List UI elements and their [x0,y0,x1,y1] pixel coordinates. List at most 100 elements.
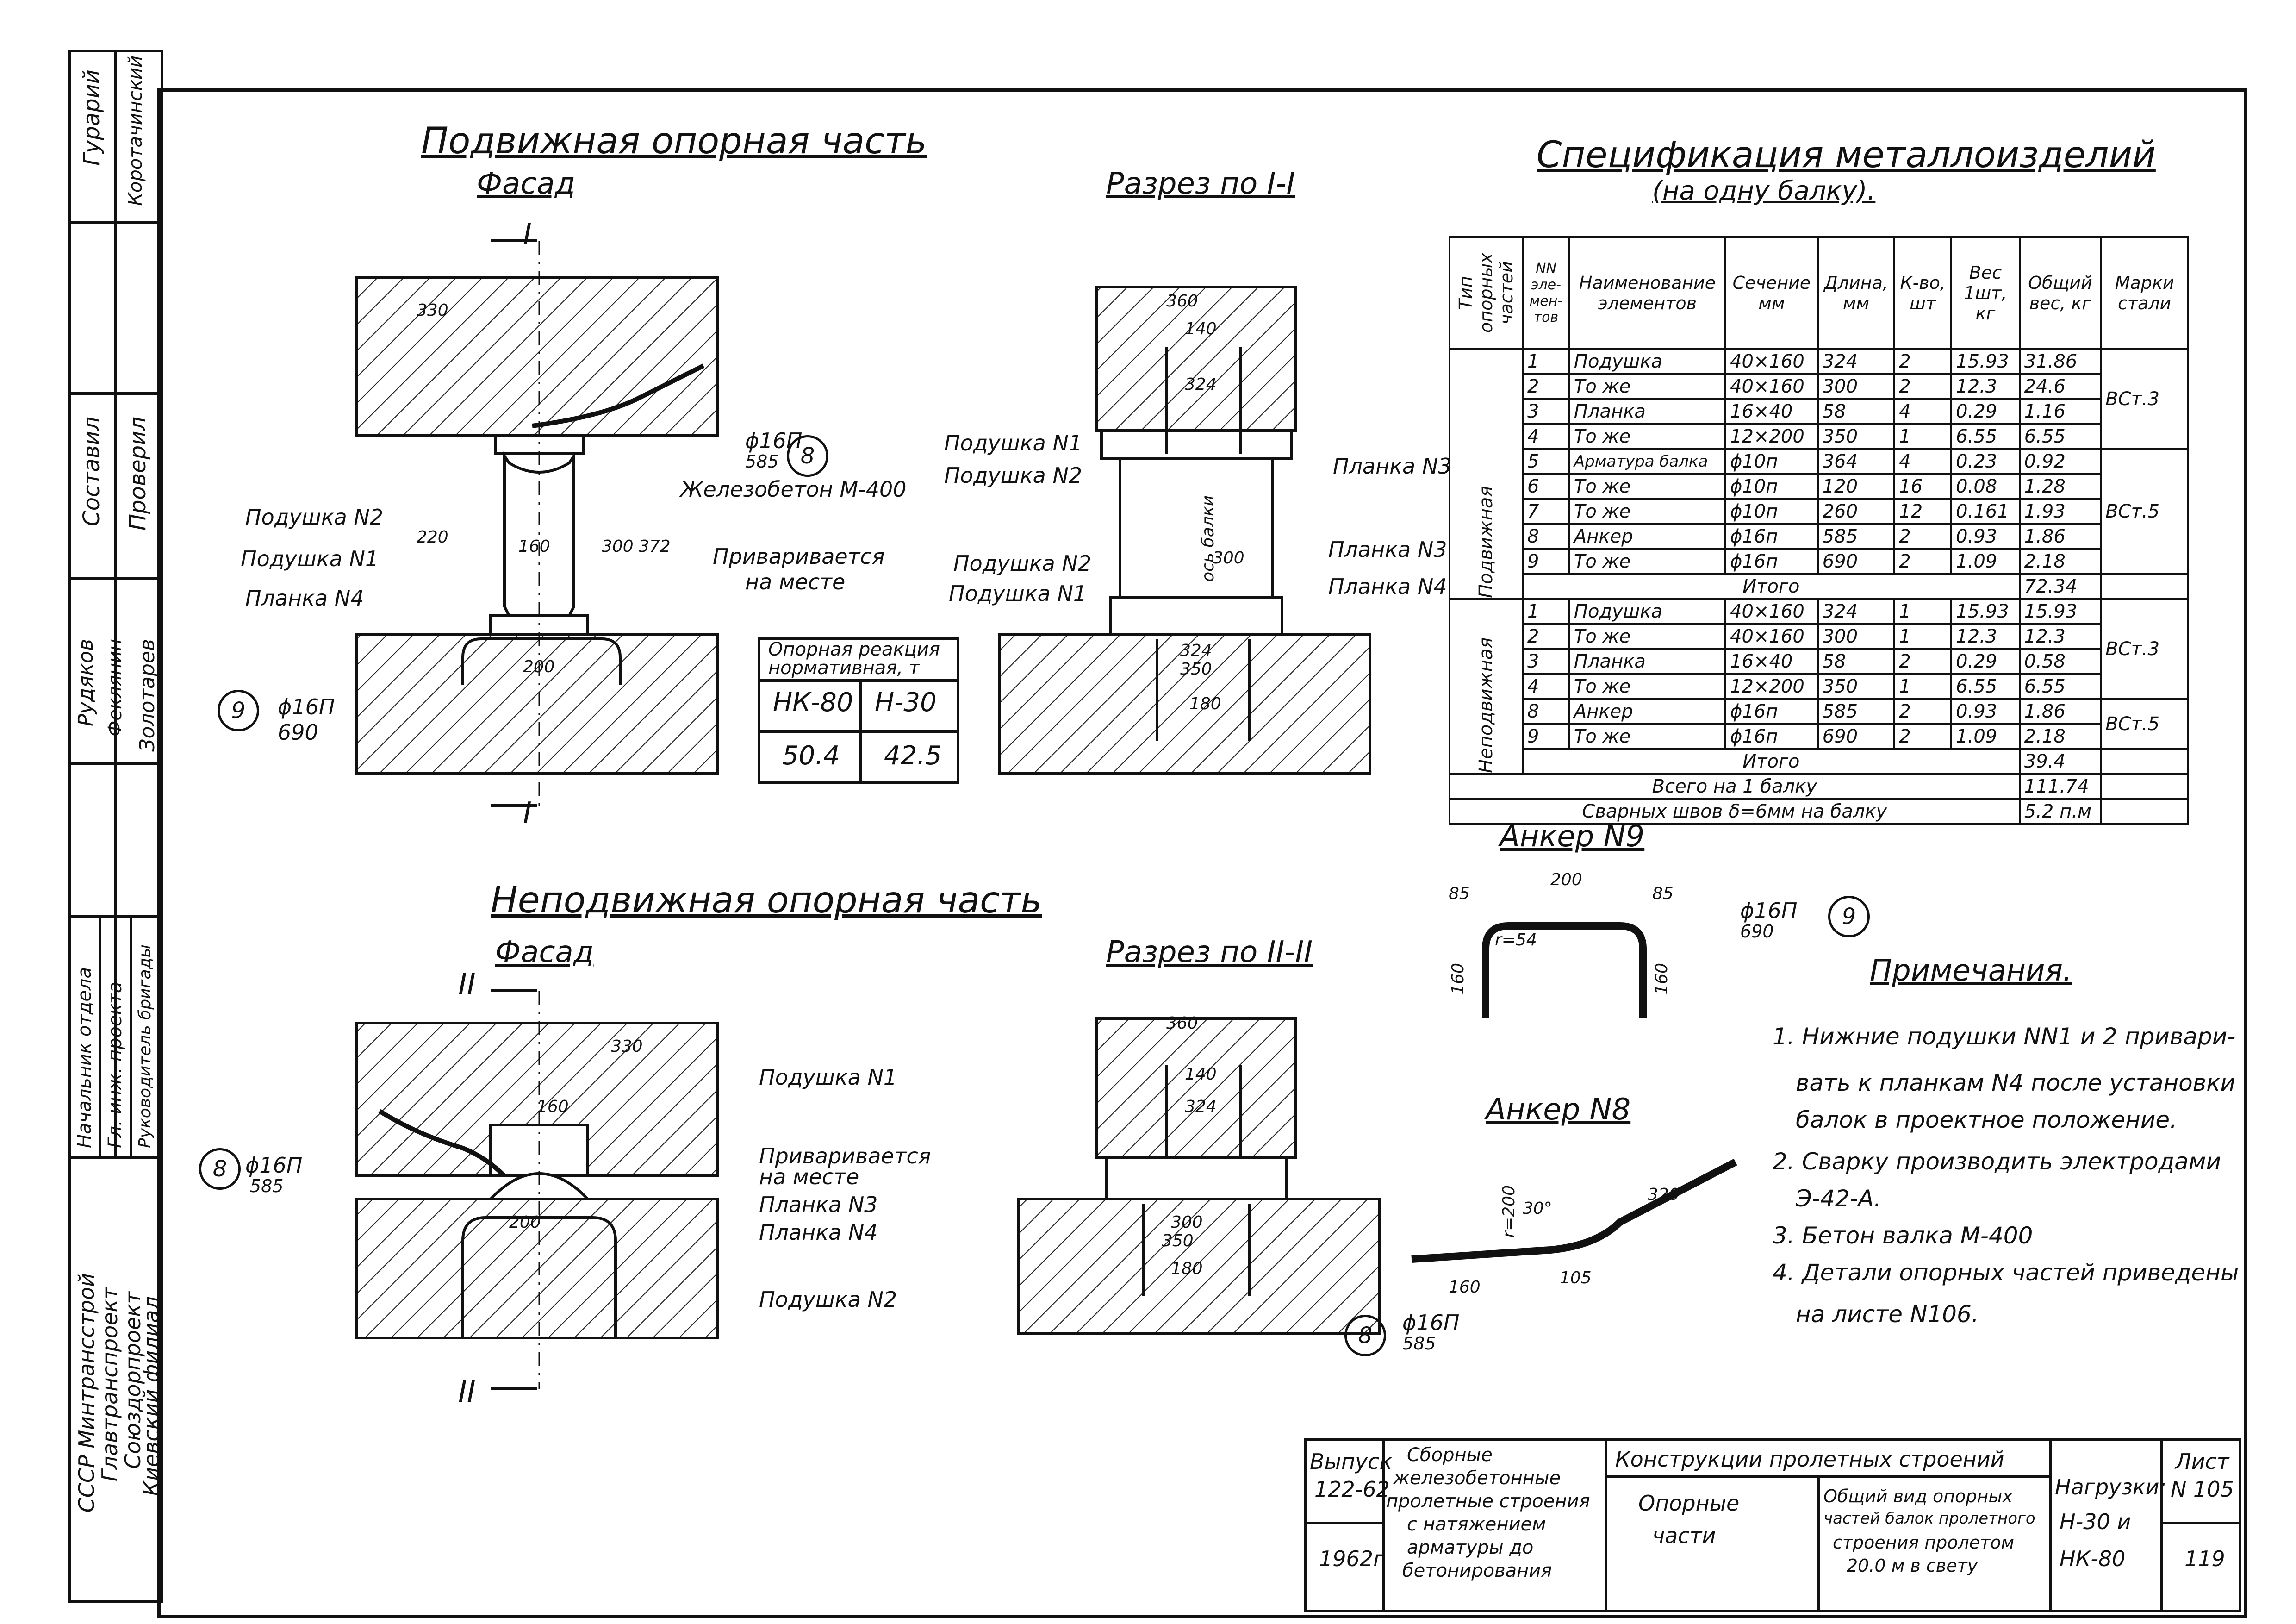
drawing-frame [157,88,2247,1618]
section-mark-bottom: I [523,796,532,831]
cell: ϕ16п [1724,723,1819,750]
cell [2100,573,2189,600]
reaction-value-nk80: 50.4 [782,741,840,771]
notes-title: Примечания. [1870,954,2072,988]
cell: 2 [1893,648,1953,675]
cell: 8 [1521,698,1570,725]
cell: 1 [1893,623,1953,650]
cell: 2 [1893,348,1953,375]
cell: 1 [1893,673,1953,700]
cell: 2.18 [2018,548,2102,575]
org-1: СССР Минтрансстрой [74,1273,99,1513]
cell: 31.86 [2018,348,2102,375]
cell: 1 [1521,348,1570,375]
spec-subtitle: (на одну балку). [1652,176,1876,206]
person-gurariy: Гурарий [79,69,105,166]
cell: 300 [1817,623,1896,650]
cell: 4 [1893,448,1953,475]
spec-table: Тип опорных частей NN эле-мен-тов Наимен… [1449,236,2189,825]
cell: 58 [1817,398,1896,425]
dim-200: 200 [523,657,555,676]
anchor8-angle: 30° [1523,1199,1552,1218]
anchor9-dia: ϕ16П [1740,898,1798,923]
dim-330: 330 [417,301,448,320]
cell: ϕ16п [1724,523,1819,550]
stamp-issue: 122-62 [1314,1477,1390,1502]
spec-grand: 111.74 [2018,773,2102,800]
spec-weld-label: Сварных швов δ=6мм на балку [1449,798,2021,825]
stamp-sheet-label: Лист [2175,1449,2229,1474]
spec-total-1: 72.34 [2018,573,2102,600]
stamp-desc-5: арматуры до [1407,1537,1534,1558]
stamp-desc-4: с натяжением [1407,1514,1546,1535]
fixed-label-rod-len: 585 [250,1176,284,1196]
section-label-pad2: Подушка N2 [944,463,1083,488]
section-mark-top: I [523,218,532,252]
section-label-pad2b: Подушка N2 [953,551,1092,576]
cell: 15.93 [1950,348,2021,375]
label-concrete: Железобетон М-400 [680,477,907,502]
person-3: Золотарев [136,639,159,752]
anchor8-radius: r=200 [1500,1185,1518,1238]
cell: Планка [1568,648,1727,675]
anchor8-dim-105: 105 [1560,1268,1592,1287]
fixed-label-welded-1: Приваривается [759,1143,931,1168]
label-welded-2: на месте [745,569,846,594]
fixed-label-pad1: Подушка N1 [759,1065,897,1090]
cell: 350 [1817,423,1896,450]
cell [2100,748,2189,775]
fixed-s-dim-324: 324 [1185,1097,1217,1116]
anchor9-dim-85a: 85 [1449,884,1470,903]
cell: 2 [1521,623,1570,650]
stamp-header: Конструкции пролетных строений [1615,1447,2004,1472]
cell: 2.18 [2018,723,2102,750]
cell: 585 [1817,523,1896,550]
role-brigade-lead: Руководитель бригады [136,944,155,1148]
spec-steel-2a: ВСт.3 [2100,598,2189,700]
note-line-7: 4. Детали опорных частей приведены [1773,1259,2239,1286]
cell: 0.161 [1950,498,2021,525]
cell: 690 [1817,723,1896,750]
fixed-s-dim-180: 180 [1171,1259,1203,1278]
fixed-label-welded-2: на месте [759,1164,859,1189]
label-rod-len: 585 [745,451,779,472]
cell: 16×40 [1724,398,1819,425]
spec-total-1-label: Итого [1521,573,2021,600]
cell: ϕ10п [1724,448,1819,475]
cell: То же [1568,623,1727,650]
fixed-facade-title: Фасад [495,935,594,969]
cell: 40×160 [1724,623,1819,650]
person-korotachinsky: Коротачинский [125,56,146,206]
anchor8-dim-320: 320 [1648,1185,1680,1204]
note-line-2: вать к планкам N4 после установки [1796,1069,2235,1096]
dim-160: 160 [518,537,550,556]
cell: 16 [1893,473,1953,500]
dim-350: 350 [1180,660,1212,679]
spec-steel-1b: ВСт.5 [2100,448,2189,575]
spec-h-type: Тип опорных частей [1450,237,1523,349]
cell: 6.55 [2018,423,2102,450]
cell: 2 [1893,698,1953,725]
anchor8-dia: ϕ16П [1402,1310,1460,1335]
stamp-item-1: Опорные [1638,1491,1740,1516]
note-line-1: 1. Нижние подушки NN1 и 2 привари- [1773,1023,2236,1050]
cell: Подушка [1568,348,1727,375]
section-label-pad1b: Подушка N1 [949,581,1087,606]
fixed-section-title: Разрез по II-II [1106,935,1313,969]
label-plank4: Планка N4 [245,586,364,611]
stamp-sheet-desc-2: частей балок пролетного [1823,1509,2035,1528]
cell: 3 [1521,398,1570,425]
fixed-label-plank4: Планка N4 [759,1220,878,1245]
anchor8-dim-160: 160 [1449,1278,1481,1297]
callout-8-anchor: 8 [1344,1315,1386,1356]
